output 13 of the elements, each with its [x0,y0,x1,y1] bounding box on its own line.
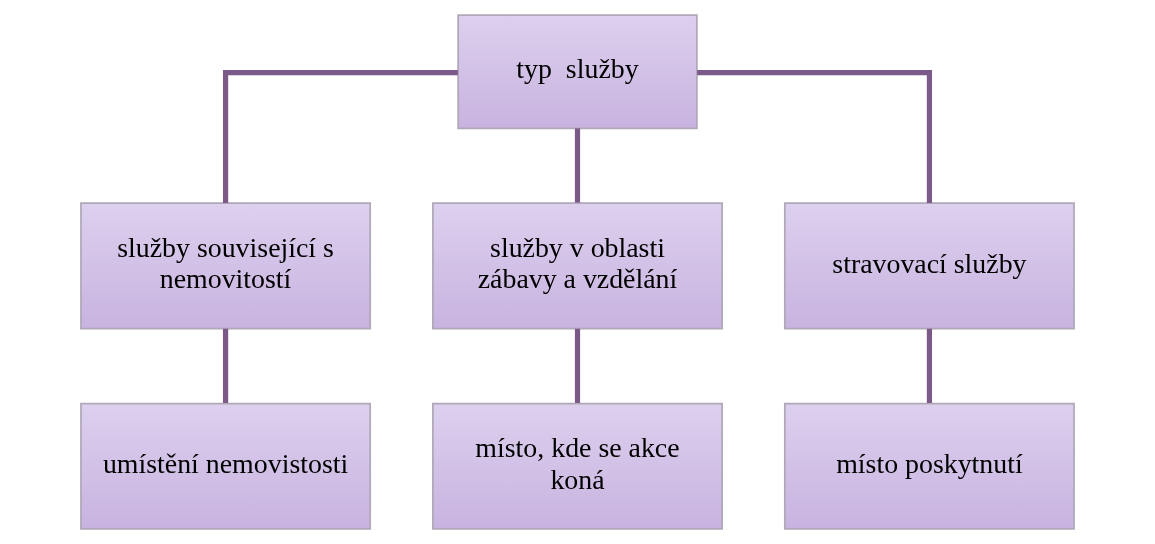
node-box: stravovací služby [783,202,1075,330]
connector [574,328,581,403]
node-box: služby související s nemovitostí [80,202,372,330]
connector [222,69,458,204]
node-box: umístění nemovistosti [80,402,372,530]
connector [697,69,933,204]
node-box: místo, kde se akce koná [432,402,723,530]
connector [574,128,581,203]
connector [222,328,229,403]
node-box: místo poskytnutí [783,402,1075,530]
node-box: typ služby [457,14,698,130]
connector [926,328,933,403]
node-box: služby v oblasti zábavy a vzdělání [432,202,723,330]
